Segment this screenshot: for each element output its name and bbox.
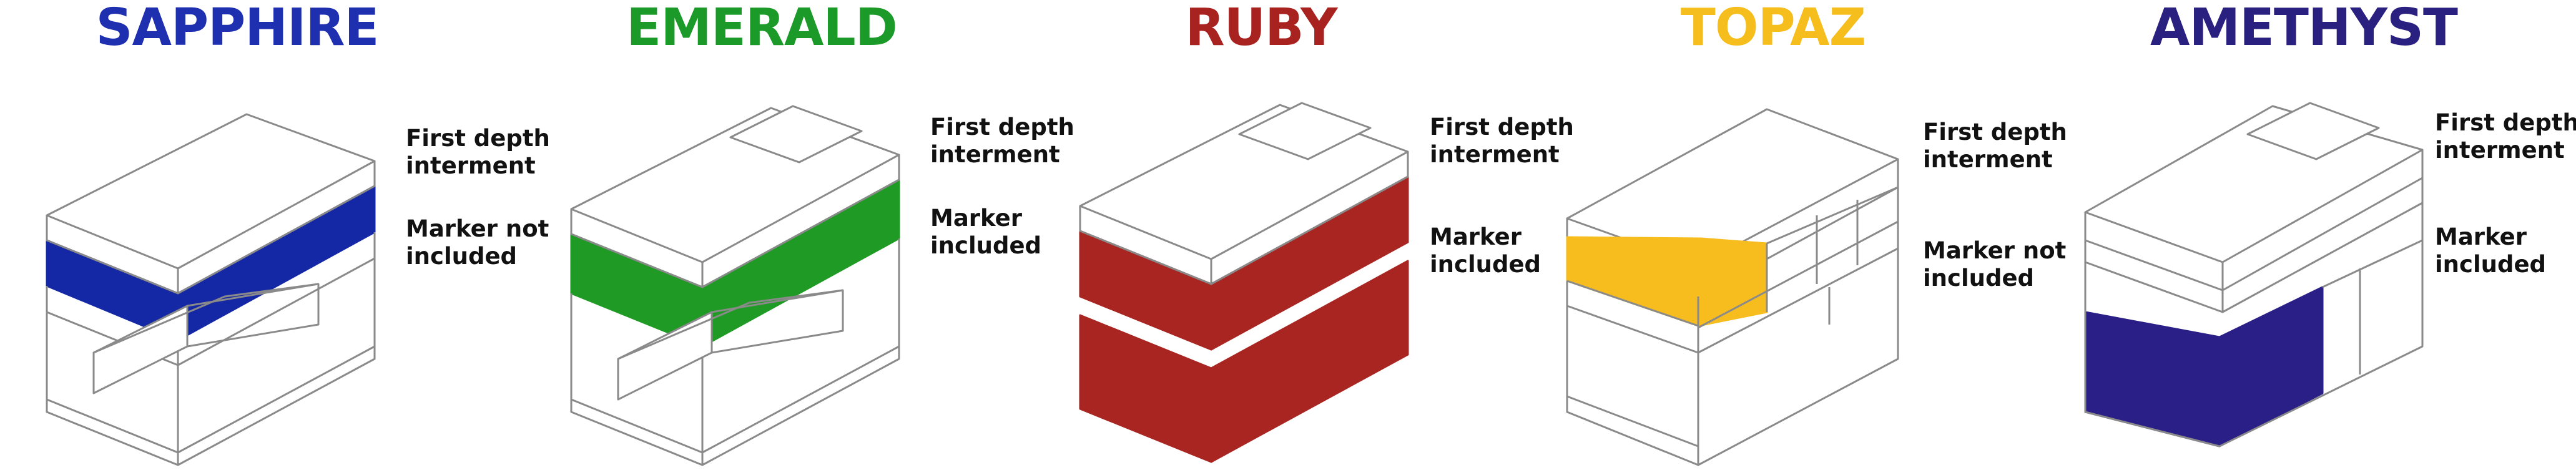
callout-line-1: First depth xyxy=(1923,119,2067,145)
callout-line-2: interment xyxy=(1430,141,1560,168)
callout-line-1: First depth xyxy=(406,125,550,152)
crypt-fill-front xyxy=(2084,311,2221,448)
panel-sapphire: SAPPHIRE First depth interment Marker no… xyxy=(0,0,550,470)
callout-line-1: Marker xyxy=(930,205,1022,232)
callout-first-depth: First depth interment xyxy=(2435,109,2576,164)
crypt-fill-front xyxy=(1566,236,1768,327)
panel-title: TOPAZ xyxy=(1680,0,1866,57)
callout-line-1: First depth xyxy=(930,114,1074,140)
marker-plaque xyxy=(729,105,863,164)
callout-first-depth: First depth interment xyxy=(406,125,550,180)
callout-line-1: First depth xyxy=(2435,109,2576,136)
panel-title: EMERALD xyxy=(626,0,898,57)
crypt-diagram xyxy=(46,113,376,466)
marker-plaque xyxy=(2246,102,2380,160)
crypt-fill-side-lower xyxy=(1210,260,1409,463)
panel-emerald: EMERALD First depth interment Marker inc… xyxy=(524,0,1074,470)
callout-marker: Marker included xyxy=(2435,223,2546,278)
crypt-fill-side xyxy=(2218,286,2324,448)
panel-amethyst: AMETHYST First depth interment Marker in… xyxy=(2060,0,2576,470)
crypt-diagram xyxy=(2084,102,2424,448)
callout-line-2: interment xyxy=(1923,146,2053,173)
callout-marker: Marker included xyxy=(930,205,1041,260)
callout-first-depth: First depth interment xyxy=(1430,114,1574,169)
callout-marker: Marker not included xyxy=(406,215,549,270)
panel-title: RUBY xyxy=(1185,0,1337,57)
callout-marker: Marker not included xyxy=(1923,237,2066,292)
callout-line-2: interment xyxy=(2435,137,2565,164)
callout-line-1: Marker xyxy=(1430,223,1522,250)
callout-line-1: Marker not xyxy=(1923,237,2067,264)
callout-line-2: included xyxy=(1430,251,1541,278)
panel-title: AMETHYST xyxy=(2150,0,2458,57)
callout-line-2: included xyxy=(406,243,518,270)
crypt-diagram xyxy=(1566,108,1899,466)
callout-line-1: First depth xyxy=(1430,114,1574,140)
callout-line-2: interment xyxy=(930,141,1060,168)
crypt-diagram xyxy=(570,105,900,466)
callout-first-depth: First depth interment xyxy=(930,114,1074,169)
callout-marker: Marker included xyxy=(1430,223,1541,278)
panel-topaz: TOPAZ First depth interment Ma xyxy=(1523,0,2067,470)
crypt-diagram xyxy=(1079,102,1409,463)
callout-line-2: included xyxy=(930,232,1042,259)
callout-line-2: interment xyxy=(406,152,536,179)
callout-line-1: Marker not xyxy=(406,215,549,242)
callout-line-2: included xyxy=(1923,265,2035,291)
panel-title: SAPPHIRE xyxy=(96,0,379,57)
callout-first-depth: First depth interment xyxy=(1923,119,2067,174)
marker-plaque xyxy=(1238,102,1372,160)
panel-ruby: RUBY First depth interment Marker includ… xyxy=(1024,0,1574,470)
callout-line-1: Marker xyxy=(2435,223,2527,250)
callout-line-2: included xyxy=(2435,251,2547,278)
